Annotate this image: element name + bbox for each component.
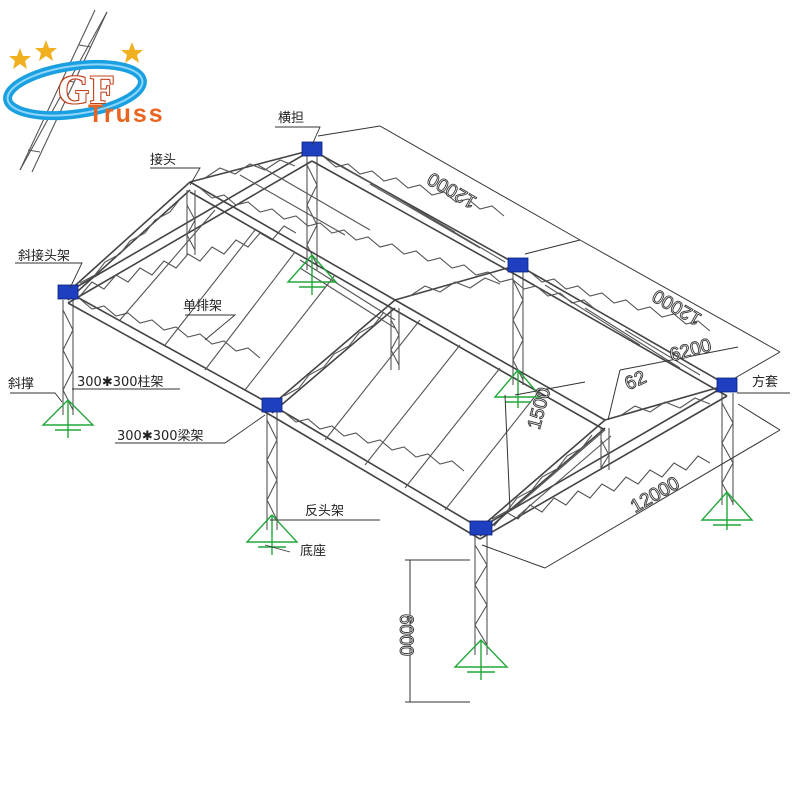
column-bases [41, 253, 754, 680]
logo-mark [3, 9, 147, 173]
dimension-lines [317, 125, 781, 703]
logo-brand-gf: GF [58, 67, 116, 112]
base-icon [493, 368, 543, 408]
square-sleeve-icon [469, 520, 493, 536]
dimension-column-height: 6000 [395, 614, 416, 656]
column-caps [57, 141, 738, 536]
label-joint: 接头 [150, 152, 176, 168]
column-trusses [62, 155, 734, 655]
logo-brand-truss: Truss [88, 100, 165, 128]
callout-leaders [10, 126, 790, 553]
dimension-front-length: 12000 [627, 473, 683, 518]
dimension-roof-width: 6200 [667, 335, 713, 366]
ridge-beam [189, 181, 606, 431]
base-icon [245, 513, 299, 555]
diagonal-braces [299, 259, 612, 517]
base-icon [700, 490, 754, 530]
gf-truss-logo: GF Truss [0, 0, 200, 200]
square-sleeve-icon [716, 377, 738, 393]
label-column-truss: 300✱300柱架 [77, 375, 164, 390]
label-crossbar: 横担 [278, 111, 304, 126]
star-icon [9, 48, 31, 69]
star-icon [121, 42, 143, 63]
label-beam-truss: 300✱300梁架 [117, 429, 204, 444]
base-icon [41, 399, 95, 438]
square-sleeve-icon [261, 397, 283, 413]
label-angled-joint-frame: 斜接头架 [18, 248, 70, 264]
label-base: 底座 [300, 543, 326, 559]
square-sleeve-icon [57, 284, 79, 300]
perimeter-beams [67, 149, 728, 540]
roof-truss-structure [41, 141, 754, 680]
label-single-row-frame: 单排架 [183, 299, 222, 314]
base-icon [453, 638, 509, 680]
square-sleeve-icon [507, 257, 529, 273]
square-sleeve-icon [301, 141, 323, 157]
base-icon [286, 253, 338, 295]
dimension-right-length: 12000 [649, 284, 705, 329]
dimension-roof-width-short: 62 [622, 367, 650, 395]
dimension-top-length: 12000 [424, 167, 480, 212]
single-row-purlins [119, 164, 701, 511]
label-diagonal-brace: 斜撑 [8, 377, 34, 392]
label-reverse-head-frame: 反头架 [305, 504, 344, 519]
label-square-sleeve: 方套 [752, 374, 778, 390]
star-icon [35, 40, 57, 61]
